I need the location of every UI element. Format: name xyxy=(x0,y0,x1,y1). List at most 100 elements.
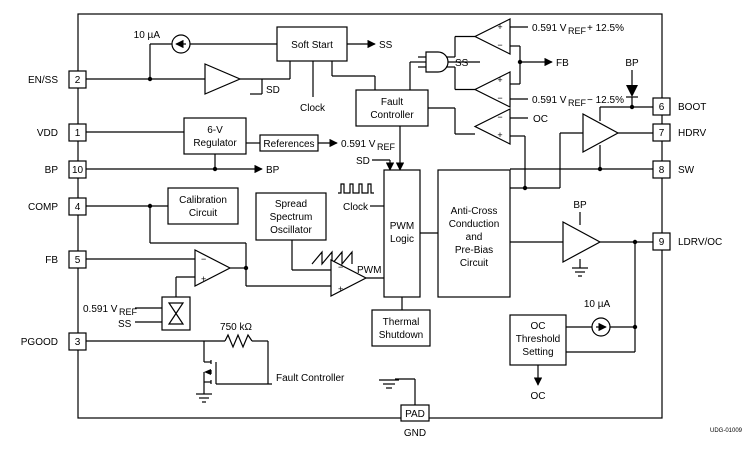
svg-text:+: + xyxy=(338,284,343,294)
svg-text:Oscillator: Oscillator xyxy=(270,225,312,236)
svg-text:GND: GND xyxy=(404,428,426,439)
svg-text:Soft Start: Soft Start xyxy=(291,40,333,51)
svg-text:+ 12.5%: + 12.5% xyxy=(587,23,624,34)
svg-text:Spectrum: Spectrum xyxy=(270,212,313,223)
svg-text:REF: REF xyxy=(568,98,587,108)
svg-text:−: − xyxy=(497,93,502,103)
calibration-block: Calibration Circuit xyxy=(167,187,239,225)
svg-text:+: + xyxy=(497,22,502,32)
svg-text:Clock: Clock xyxy=(300,103,326,114)
low-side-driver xyxy=(562,220,602,264)
pin-bp: 10 BP xyxy=(45,160,87,179)
svg-text:BP: BP xyxy=(266,165,280,176)
svg-text:10: 10 xyxy=(72,165,84,176)
fault-controller-block: Fault Controller xyxy=(355,89,429,127)
svg-text:750 kΩ: 750 kΩ xyxy=(220,322,252,333)
svg-text:FB: FB xyxy=(45,255,58,266)
svg-text:Setting: Setting xyxy=(522,347,553,358)
svg-text:SS: SS xyxy=(118,319,132,330)
svg-text:SD: SD xyxy=(266,85,280,96)
svg-text:Shutdown: Shutdown xyxy=(379,330,423,341)
svg-text:−: − xyxy=(338,262,343,272)
svg-text:Circuit: Circuit xyxy=(189,208,218,219)
svg-text:Threshold: Threshold xyxy=(516,334,560,345)
svg-text:SD: SD xyxy=(356,156,370,167)
svg-text:0.591 V: 0.591 V xyxy=(341,139,376,150)
svg-text:Logic: Logic xyxy=(390,234,414,245)
svg-text:3: 3 xyxy=(75,337,81,348)
pwm-comparator: − + xyxy=(330,259,368,297)
svg-text:−: − xyxy=(497,112,502,122)
svg-text:Thermal: Thermal xyxy=(383,317,420,328)
thermal-shutdown-block: Thermal Shutdown xyxy=(371,309,431,347)
svg-text:REF: REF xyxy=(377,142,396,152)
references-block: References xyxy=(259,134,319,152)
oscillator-block: Spread Spectrum Oscillator xyxy=(255,192,327,241)
svg-text:HDRV: HDRV xyxy=(678,128,706,139)
svg-text:Pre-Bias: Pre-Bias xyxy=(455,245,493,256)
regulator-block: 6-V Regulator xyxy=(183,117,247,155)
pin-fb: 5 FB xyxy=(45,250,87,269)
pin-comp: 4 COMP xyxy=(28,197,87,216)
pullup-resistor: 750 kΩ xyxy=(220,322,253,349)
svg-text:References: References xyxy=(263,139,314,150)
svg-text:VDD: VDD xyxy=(37,128,58,139)
pin-en-ss: 2 EN/SS xyxy=(28,70,87,89)
svg-text:+: + xyxy=(497,130,502,140)
svg-text:BP: BP xyxy=(625,58,639,69)
ovp-comparator: + − xyxy=(473,18,511,55)
svg-text:and: and xyxy=(466,232,483,243)
svg-text:LDRV/OC: LDRV/OC xyxy=(678,237,722,248)
svg-text:0.591 V: 0.591 V xyxy=(532,95,567,106)
svg-text:Spread: Spread xyxy=(275,199,307,210)
chip-outline xyxy=(77,13,663,419)
svg-text:Circuit: Circuit xyxy=(460,258,489,269)
oc-comparator: − + xyxy=(473,108,511,145)
current-source-top: 10 µA xyxy=(134,30,191,54)
svg-text:Fault: Fault xyxy=(381,97,403,108)
oc-threshold-block: OC Threshold Setting xyxy=(509,314,567,366)
svg-text:REF: REF xyxy=(568,26,587,36)
svg-text:1: 1 xyxy=(75,128,81,139)
svg-text:10 µA: 10 µA xyxy=(134,30,161,41)
svg-text:6: 6 xyxy=(659,102,665,113)
svg-text:− 12.5%: − 12.5% xyxy=(587,95,624,106)
pwm-logic-block: PWM Logic xyxy=(383,169,421,298)
svg-text:Calibration: Calibration xyxy=(179,195,227,206)
svg-text:2: 2 xyxy=(75,75,81,86)
svg-text:10 µA: 10 µA xyxy=(584,299,611,310)
svg-text:OC: OC xyxy=(533,114,548,125)
svg-text:−: − xyxy=(497,40,502,50)
svg-text:7: 7 xyxy=(659,128,665,139)
svg-text:BP: BP xyxy=(45,165,59,176)
svg-text:Clock: Clock xyxy=(343,202,369,213)
svg-text:PAD: PAD xyxy=(405,409,425,420)
uvp-comparator: + − xyxy=(473,71,511,108)
svg-text:0.591 V: 0.591 V xyxy=(532,23,567,34)
svg-text:6-V: 6-V xyxy=(207,125,223,136)
svg-text:OC: OC xyxy=(531,321,546,332)
pin-vdd: 1 VDD xyxy=(37,123,87,142)
svg-text:REF: REF xyxy=(119,307,138,317)
svg-text:+: + xyxy=(201,274,206,284)
svg-text:SS: SS xyxy=(379,40,393,51)
pin-sw: 8 SW xyxy=(652,160,695,179)
pin-hdrv: 7 HDRV xyxy=(652,123,706,142)
svg-text:BOOT: BOOT xyxy=(678,102,706,113)
svg-text:COMP: COMP xyxy=(28,202,58,213)
svg-text:BP: BP xyxy=(573,200,587,211)
ref-ss-mux xyxy=(161,296,191,331)
svg-text:Regulator: Regulator xyxy=(193,138,237,149)
svg-text:Controller: Controller xyxy=(370,110,414,121)
error-amplifier: − + xyxy=(194,249,232,287)
svg-text:9: 9 xyxy=(659,237,665,248)
sd-buffer xyxy=(204,63,242,95)
pin-boot: 6 BOOT xyxy=(652,97,706,116)
svg-text:−: − xyxy=(201,254,206,264)
svg-text:SS: SS xyxy=(455,58,469,69)
svg-text:PGOOD: PGOOD xyxy=(21,337,58,348)
svg-text:EN/SS: EN/SS xyxy=(28,75,58,86)
svg-text:8: 8 xyxy=(659,165,665,176)
svg-text:Conduction: Conduction xyxy=(449,219,500,230)
pin-ldrv-oc: 9 LDRV/OC xyxy=(652,232,722,251)
